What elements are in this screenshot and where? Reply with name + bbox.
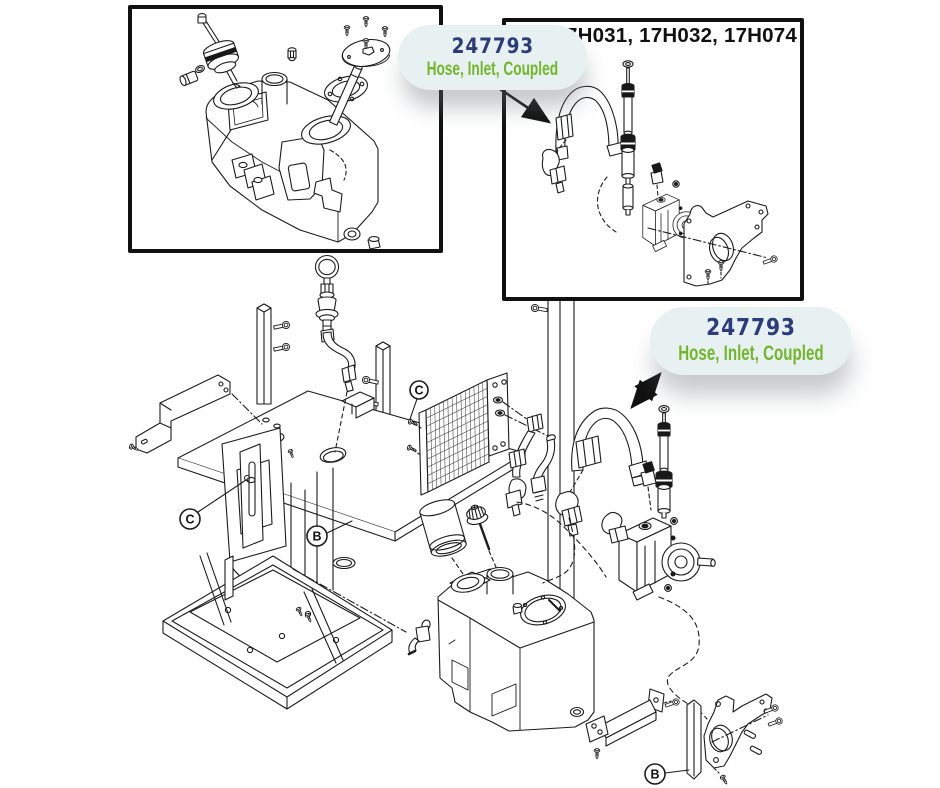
filler-cap-dipstick [466,504,497,568]
hydraulic-tank [407,566,595,732]
clamp-bracket [585,688,681,760]
svg-text:C: C [414,384,423,398]
callout-badge-top: 247793 Hose, Inlet, Coupled [398,25,587,90]
part-name: Hose, Inlet, Coupled [426,58,559,80]
inset-mount-plate [647,200,779,287]
cooler-hoses [505,413,556,517]
svg-text:C: C [185,513,194,527]
inset-box-tank [128,5,443,253]
support-bracket [128,374,263,454]
inlet-hose-coupled-main [555,407,655,537]
svg-text:B: B [650,768,659,782]
callout-arrow-top [499,87,552,124]
callout-badge-mid: 247793 Hose, Inlet, Coupled [650,307,852,375]
pump-fittings-main [601,461,678,592]
inset-cover-plate [341,16,391,68]
callout-arrows [499,87,662,409]
inset-box-title: 17H031, 17H032, 17H074 [554,24,797,47]
oil-cooler [406,372,549,496]
part-number: 247793 [706,315,796,342]
main-assembly-drawing: C C B B [128,254,784,786]
inset-inlet-hose [541,85,627,194]
part-name: Hose, Inlet, Coupled [678,342,824,366]
suction-tube-main [655,405,673,519]
hydraulic-pump-main [618,517,716,601]
svg-text:B: B [312,530,321,544]
inset-suction-tube-2 [620,60,636,216]
part-number: 247793 [451,34,534,59]
balloon-c-cooler: C [409,380,429,420]
gauge-assembly [314,254,357,453]
inset-box-hose-pump: 17H031, 17H032, 17H074 [502,18,804,301]
pump-mount-plate [686,693,784,786]
balloon-b-frame: B [306,520,353,547]
callout-arrow-mid [630,372,662,409]
balloon-b-plate: B [644,763,690,785]
inset-dipstick [197,13,241,89]
oil-filter [419,499,471,585]
balloon-c-frame: C [179,479,247,530]
inset-suction-tube [323,63,369,126]
inset-plug-oring [179,47,297,87]
